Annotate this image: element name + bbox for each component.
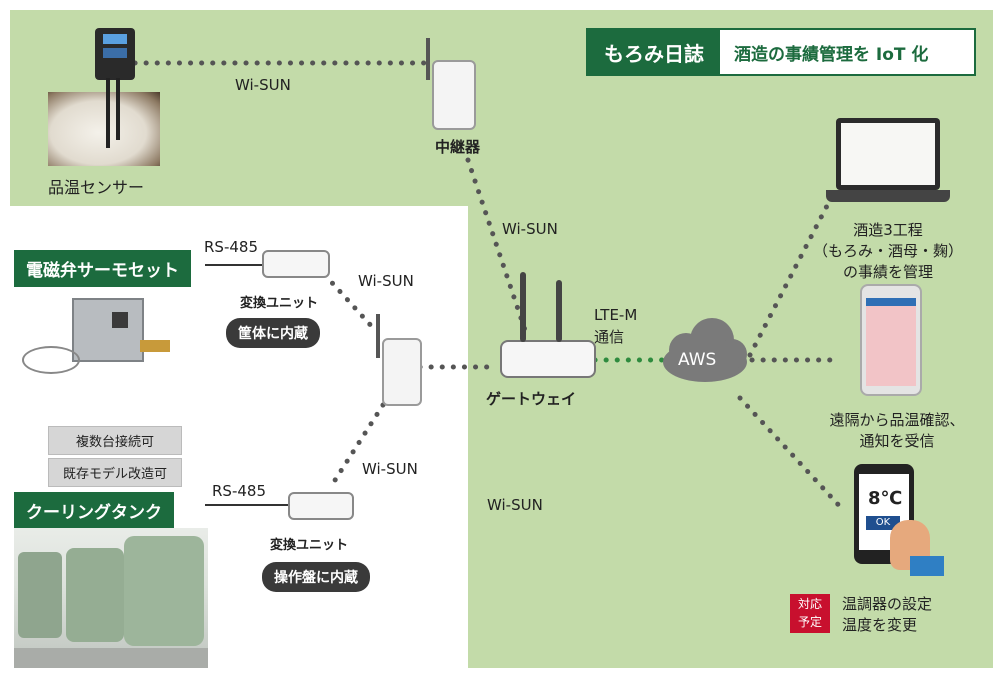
laptop-screen [841, 123, 935, 185]
brand-banner: もろみ日誌 酒造の事績管理を IoT 化 [586, 28, 976, 76]
wisun-label-right: Wi-SUN [502, 220, 558, 238]
mid-repeater-antenna [376, 314, 380, 358]
sensor-device [95, 28, 135, 80]
wisun-label-top: Wi-SUN [235, 76, 291, 94]
wisun-label-lower: Wi-SUN [362, 460, 418, 478]
solenoid-tag-retrofit: 既存モデル改造可 [48, 458, 182, 487]
tank-title: クーリングタンク [14, 492, 174, 529]
solenoid-title: 電磁弁サーモセット [14, 250, 191, 287]
solenoid-valve-pipe [140, 340, 170, 352]
tablet-screen [866, 298, 916, 386]
gateway-antenna-right [556, 280, 562, 342]
gateway-device [500, 340, 596, 378]
solenoid-valve-photo [72, 298, 144, 362]
mid-repeater-device [382, 338, 422, 406]
converter-1-device [262, 250, 330, 278]
rs485-label-1: RS-485 [204, 238, 258, 256]
converter-1-label: 変換ユニット [240, 296, 319, 311]
phone-caption: 温調器の設定 温度を変更 [842, 595, 933, 634]
sensor-label: 品温センサー [48, 178, 145, 197]
solenoid-tag-multi: 複数台接続可 [48, 426, 182, 455]
repeater-device [432, 60, 476, 130]
lte-label: LTE-M 通信 [594, 306, 638, 346]
wisun-label-bottom: Wi-SUN [487, 496, 543, 514]
tablet-caption: 遠隔から品温確認、 通知を受信 [829, 411, 965, 450]
planned-badge: 対応 予定 [790, 594, 830, 633]
gateway-antenna-left [520, 272, 526, 342]
phone-ok-button[interactable]: OK [866, 516, 900, 530]
solenoid-valve-panel [112, 312, 128, 328]
tablet-icon [860, 284, 922, 396]
converter-1-pill: 筐体に内蔵 [226, 318, 320, 348]
laptop-caption: 酒造3工程 （もろみ・酒母・麹） の事績を管理 [812, 221, 963, 281]
wisun-label-mid: Wi-SUN [358, 272, 414, 290]
tank-photo [14, 528, 208, 668]
phone-temp: 8℃ [868, 488, 903, 509]
gateway-label: ゲートウェイ [486, 390, 577, 408]
solenoid-valve-cable [22, 346, 80, 374]
brand-name: もろみ日誌 [588, 30, 720, 74]
sensor-probe [106, 78, 110, 148]
rs485-label-2: RS-485 [212, 482, 266, 500]
brand-tagline: 酒造の事績管理を IoT 化 [734, 44, 929, 65]
converter-2-pill: 操作盤に内蔵 [262, 562, 370, 592]
converter-2-label: 変換ユニット [270, 538, 349, 553]
converter-2-device [288, 492, 354, 520]
right-region [468, 200, 993, 668]
sensor-mash-photo [48, 92, 160, 166]
laptop-icon [836, 118, 940, 190]
aws-label: AWS [678, 350, 717, 370]
hand-sleeve [910, 556, 944, 576]
sensor-probe [116, 78, 120, 140]
laptop-base [826, 190, 950, 202]
repeater-label: 中継器 [435, 138, 481, 156]
repeater-antenna [426, 38, 430, 80]
